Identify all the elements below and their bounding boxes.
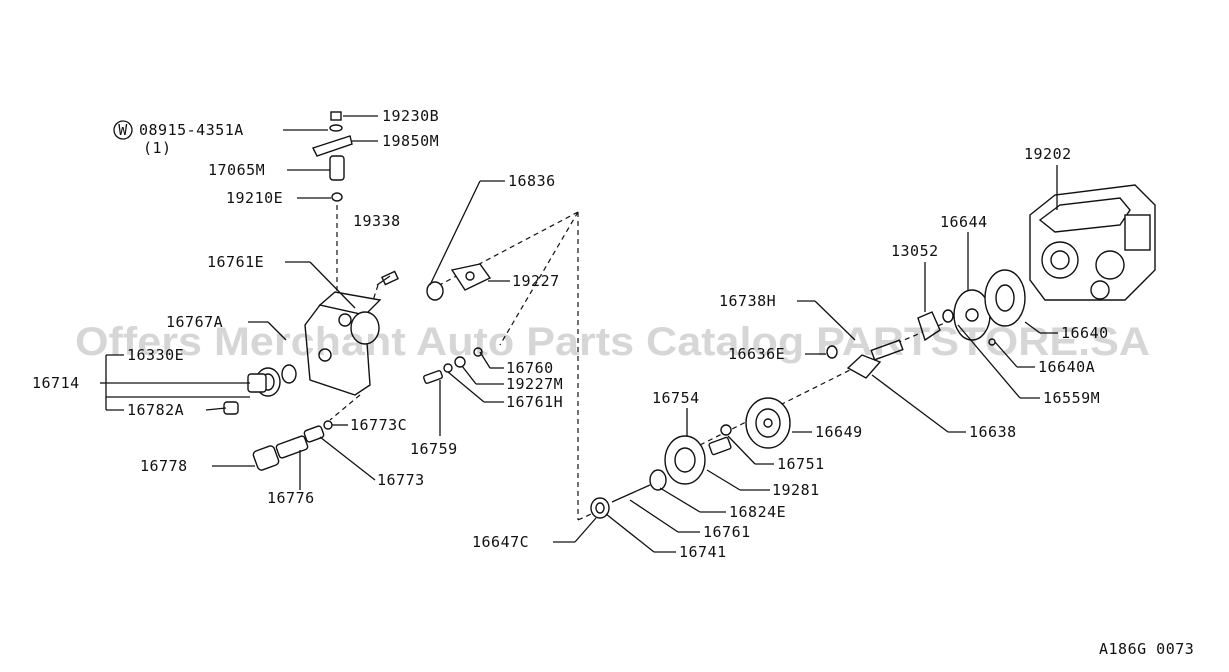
label-16714: 16714 xyxy=(32,374,80,392)
drive-shaft-16638 xyxy=(826,339,904,379)
label-19338: 19338 xyxy=(353,212,401,230)
label-19227M: 19227M xyxy=(506,375,563,393)
label-16640: 16640 xyxy=(1061,324,1109,342)
bracket-19227 xyxy=(426,263,492,301)
label-qty: (1) xyxy=(143,139,172,157)
label-16773C: 16773C xyxy=(350,416,407,434)
label-16836: 16836 xyxy=(508,172,556,190)
label-16761H: 16761H xyxy=(506,393,563,411)
top-fitting-stack xyxy=(312,111,353,202)
label-16767A: 16767A xyxy=(166,313,223,331)
small-bolt-19338 xyxy=(381,270,399,286)
diagram-code: A186G 0073 xyxy=(1099,640,1194,658)
label-16644: 16644 xyxy=(940,213,988,231)
cam-plate-16649 xyxy=(745,397,791,449)
label-19850M: 19850M xyxy=(382,132,439,150)
label-16738H: 16738H xyxy=(719,292,776,310)
label-16751: 16751 xyxy=(777,455,825,473)
leader-lines xyxy=(100,115,1058,553)
label-16761: 16761 xyxy=(703,523,751,541)
label-16330E: 16330E xyxy=(127,346,184,364)
label-16773: 16773 xyxy=(377,471,425,489)
washer-symbol-letter: W xyxy=(118,121,128,139)
cover-plate-16644 xyxy=(953,289,991,341)
label-16759: 16759 xyxy=(410,440,458,458)
label-16636E: 16636E xyxy=(728,345,785,363)
label-16754: 16754 xyxy=(652,389,700,407)
label-17065M: 17065M xyxy=(208,161,265,179)
washer-symbol-icon xyxy=(113,120,133,140)
label-16559M: 16559M xyxy=(1043,389,1100,407)
label-16741: 16741 xyxy=(679,543,727,561)
fuel-cut-solenoid xyxy=(252,420,333,471)
label-16782A: 16782A xyxy=(127,401,184,419)
injection-pump-housing xyxy=(1029,184,1156,301)
label-19202: 19202 xyxy=(1024,145,1072,163)
label-19230B: 19230B xyxy=(382,107,439,125)
label-13052: 13052 xyxy=(891,242,939,260)
plunger-parts-16759 xyxy=(423,347,483,384)
label-16638: 16638 xyxy=(969,423,1017,441)
label-16824E: 16824E xyxy=(729,503,786,521)
label-16647C: 16647C xyxy=(472,533,529,551)
watermark-text: Offers Merchant Auto Parts Catalog PARTS… xyxy=(75,320,1150,364)
label-19281: 19281 xyxy=(772,481,820,499)
gear-16640 xyxy=(984,269,1026,346)
label-16776: 16776 xyxy=(267,489,315,507)
label-16761E: 16761E xyxy=(207,253,264,271)
label-16640A: 16640A xyxy=(1038,358,1095,376)
label-16649: 16649 xyxy=(815,423,863,441)
coupling-13052 xyxy=(917,309,954,342)
label-16760: 16760 xyxy=(506,359,554,377)
label-19210E: 19210E xyxy=(226,189,283,207)
timer-piston-group xyxy=(590,424,732,519)
label-16778: 16778 xyxy=(140,457,188,475)
label-19227: 19227 xyxy=(512,272,560,290)
part-labels: 19230B 08915-4351A (1) 19850M 17065M 192… xyxy=(32,107,1109,561)
valve-16714-assembly xyxy=(223,364,297,415)
label-08915-4351A: 08915-4351A xyxy=(139,121,244,139)
